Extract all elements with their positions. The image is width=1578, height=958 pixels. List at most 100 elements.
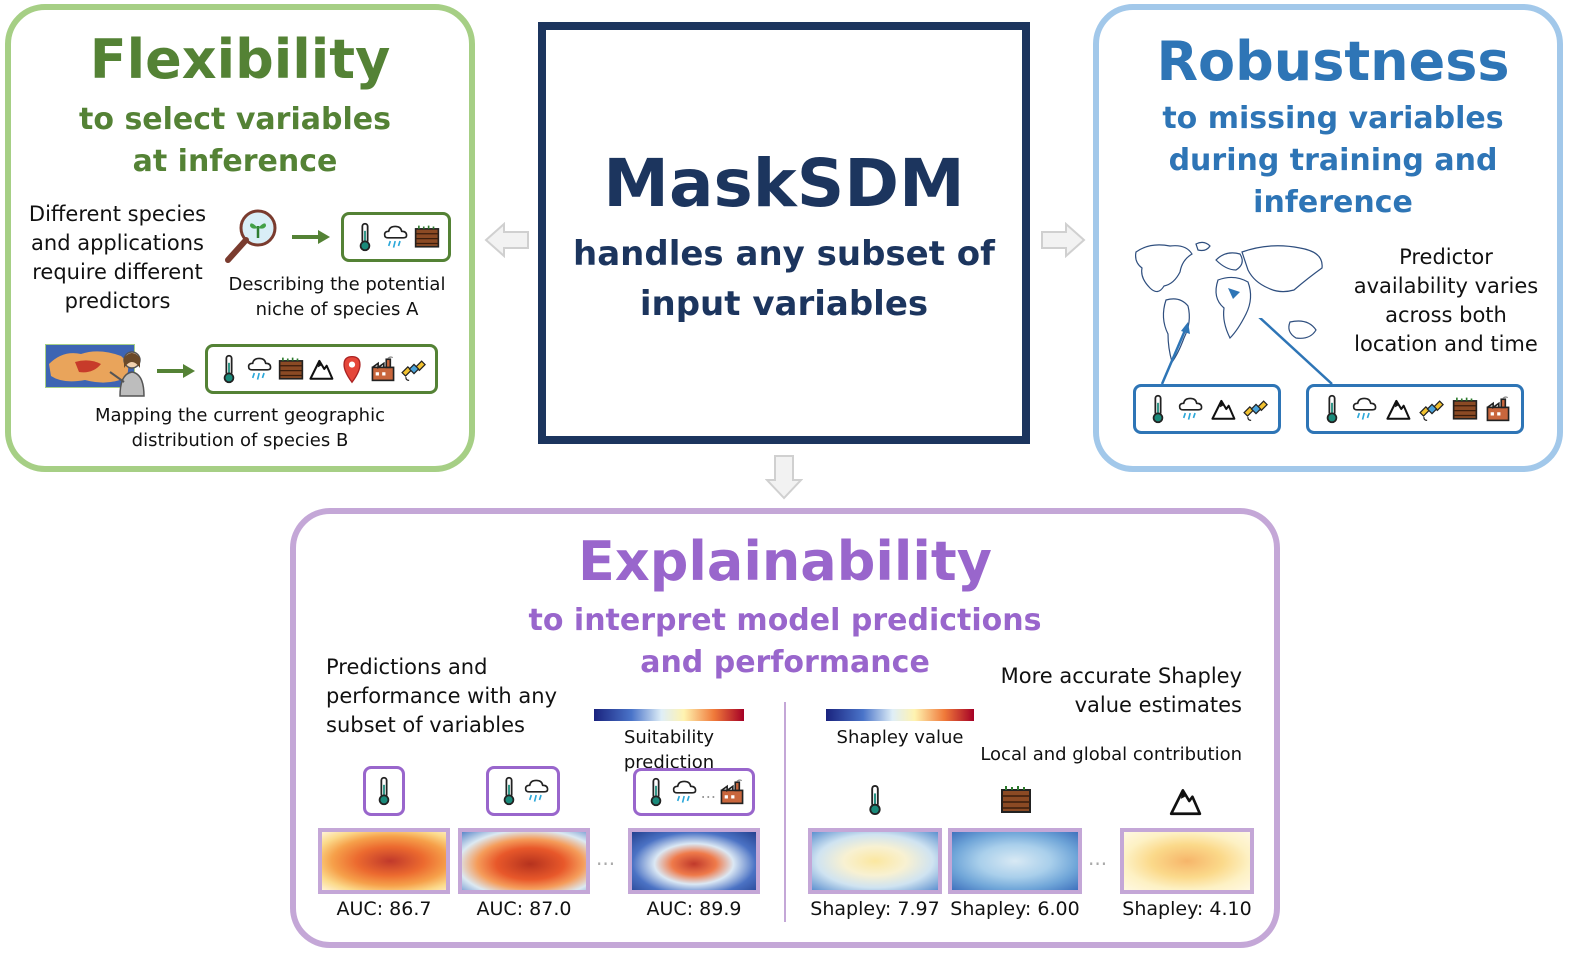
shapley-label-3: Shapley: 4.10 <box>1122 898 1252 920</box>
soil-icon <box>1452 394 1478 424</box>
prediction-map-1 <box>318 828 450 894</box>
shapley-colorbar <box>826 709 974 721</box>
satellite-icon <box>1243 394 1269 424</box>
explainability-left-desc-line: subset of variables <box>326 713 525 737</box>
example-a-caption-line: niche of species A <box>255 299 419 320</box>
ellipsis: ... <box>700 782 716 802</box>
suitability-label: Suitability prediction <box>623 727 715 773</box>
thermometer-icon <box>1319 394 1345 424</box>
explainability-title: Explainability <box>578 530 992 593</box>
soil-icon <box>1000 784 1032 816</box>
ellipsis: ... <box>596 846 616 870</box>
masksdm-subtitle-line1: handles any subset of <box>573 234 995 274</box>
robustness-desc-line: availability varies <box>1353 274 1539 298</box>
mountain-icon <box>308 354 334 384</box>
explainability-right-desc-line: value estimates <box>1074 693 1242 717</box>
thermometer-icon <box>371 776 397 806</box>
mountain-icon <box>1210 394 1236 424</box>
europe-map-thumbnail <box>45 344 135 388</box>
arrow-down-icon <box>765 455 803 500</box>
arrow-right-icon <box>1041 222 1086 258</box>
presenter-icon <box>109 351 145 397</box>
soil-icon <box>278 354 304 384</box>
example-b-caption-line: Mapping the current geographic <box>95 405 385 426</box>
rain-cloud-icon <box>383 222 409 252</box>
shapley-label: Shapley value <box>836 727 964 748</box>
explainability-subtitle-line2: and performance <box>640 645 930 680</box>
flexibility-desc-line: Different species <box>28 202 207 226</box>
subset-box-3: ... <box>633 768 755 816</box>
robustness-subtitle-line1: to missing variables <box>1162 101 1504 136</box>
section-divider <box>784 702 786 922</box>
subset-box-1 <box>363 766 405 816</box>
robustness-desc-line: across both <box>1385 303 1507 327</box>
magnifier-plant-icon <box>225 209 277 263</box>
auc-label-1: AUC: 86.7 <box>336 898 432 920</box>
masksdm-title: MaskSDM <box>603 145 965 222</box>
local-global-label: Local and global contribution <box>980 744 1242 765</box>
explainability-subtitle-line1: to interpret model predictions <box>528 603 1042 638</box>
subset-box-2 <box>486 766 560 816</box>
rain-cloud-icon <box>672 777 698 807</box>
shapley-map-3 <box>1120 828 1254 894</box>
location-arrows <box>1160 318 1333 385</box>
robustness-title: Robustness <box>1156 30 1510 93</box>
explainability-right-desc-line: More accurate Shapley <box>1000 664 1242 688</box>
robustness-desc: Predictor availability varies across bot… <box>1346 243 1546 359</box>
thermometer-icon <box>1145 394 1171 424</box>
explainability-left-desc-line: Predictions and <box>326 655 488 679</box>
factory-icon <box>1485 394 1511 424</box>
shapley-map-1 <box>808 828 942 894</box>
factory-icon <box>370 354 396 384</box>
rain-cloud-icon <box>1178 394 1204 424</box>
rain-cloud-icon <box>524 776 550 806</box>
flexibility-desc: Different species and applications requi… <box>20 200 215 316</box>
arrow-head-icon <box>1228 288 1240 299</box>
flexibility-desc-line: require different <box>32 260 203 284</box>
robustness-desc-line: Predictor <box>1399 245 1493 269</box>
robustness-desc-line: location and time <box>1354 332 1538 356</box>
suitability-colorbar <box>594 709 744 721</box>
explainability-right-desc: More accurate Shapley value estimates <box>990 662 1242 720</box>
location1-predictor-box <box>1133 384 1281 434</box>
world-map-icon <box>1135 241 1323 364</box>
shapley-label-2: Shapley: 6.00 <box>950 898 1080 920</box>
flexibility-desc-line: predictors <box>64 289 171 313</box>
thermometer-icon <box>643 777 669 807</box>
thermometer-icon <box>216 354 242 384</box>
flexibility-title: Flexibility <box>89 28 391 91</box>
flexibility-subtitle-line2: at inference <box>132 144 338 179</box>
species-a-predictor-box <box>341 212 451 262</box>
species-b-predictor-box <box>205 344 438 394</box>
mountain-icon <box>1385 394 1411 424</box>
location2-predictor-box <box>1306 384 1524 434</box>
robustness-subtitle-line3: inference <box>1253 185 1413 220</box>
arrow-left-icon <box>484 222 529 258</box>
mountain-icon <box>1168 784 1202 818</box>
example-a-caption: Describing the potential niche of specie… <box>228 272 446 322</box>
example-a-caption-line: Describing the potential <box>228 274 446 295</box>
thermometer-icon <box>862 784 888 816</box>
rain-cloud-icon <box>1352 394 1378 424</box>
satellite-icon <box>401 354 427 384</box>
explainability-left-desc: Predictions and performance with any sub… <box>326 653 566 740</box>
masksdm-subtitle-line2: input variables <box>639 284 929 324</box>
soil-icon <box>414 222 440 252</box>
location-pin-icon <box>339 354 365 384</box>
ellipsis: ... <box>1088 846 1108 870</box>
flexibility-desc-line: and applications <box>31 231 204 255</box>
example-b-caption: Mapping the current geographic distribut… <box>60 403 420 453</box>
thermometer-icon <box>352 222 378 252</box>
satellite-icon <box>1419 394 1445 424</box>
prediction-map-3 <box>628 828 760 894</box>
explainability-left-desc-line: performance with any <box>326 684 557 708</box>
green-arrow-icon <box>157 364 195 378</box>
robustness-subtitle-line2: during training and <box>1168 143 1498 178</box>
shapley-map-2 <box>948 828 1082 894</box>
masksdm-center-box <box>538 22 1030 444</box>
thermometer-icon <box>496 776 522 806</box>
rain-cloud-icon <box>247 354 273 384</box>
green-arrow-icon <box>292 230 330 244</box>
flexibility-subtitle-line1: to select variables <box>79 102 391 137</box>
shapley-label-1: Shapley: 7.97 <box>810 898 940 920</box>
